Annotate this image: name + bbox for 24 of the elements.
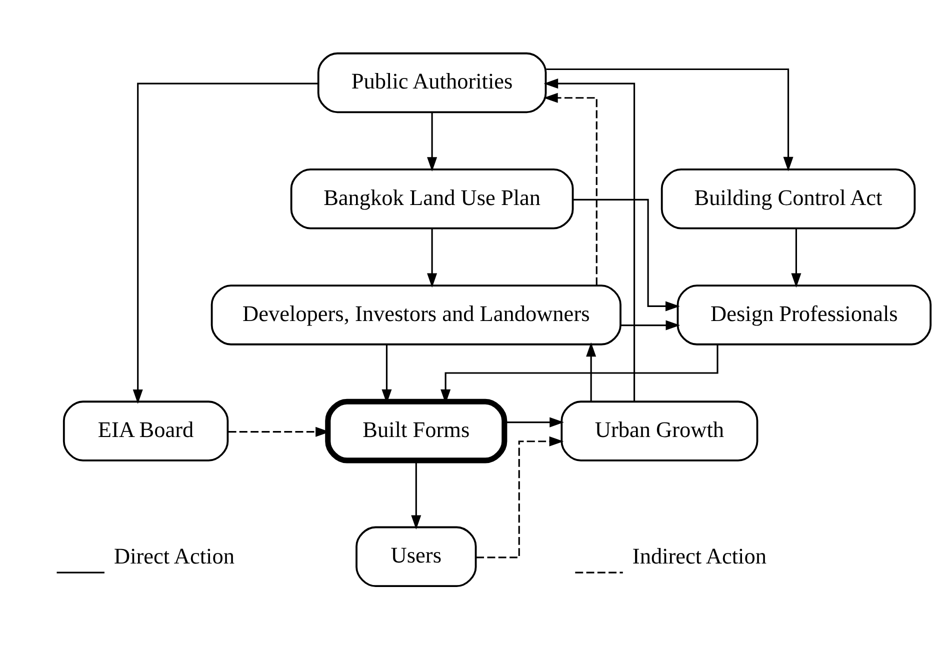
node-box: Building Control Act xyxy=(660,168,916,229)
arrow xyxy=(546,68,793,171)
node-box: Users xyxy=(355,526,476,587)
node-box: EIA Board xyxy=(62,400,228,461)
arrow xyxy=(410,460,421,530)
arrow xyxy=(504,416,564,427)
arrow xyxy=(620,320,680,330)
arrow xyxy=(543,78,635,401)
arrow xyxy=(426,112,437,171)
node-box: Developers, Investors and Landowners xyxy=(210,284,621,345)
arrow xyxy=(572,198,680,311)
node-box: Urban Growth xyxy=(560,400,758,461)
arrow xyxy=(586,342,596,401)
legend-label: Indirect Action xyxy=(632,542,766,568)
node-box: Design Professionals xyxy=(676,284,932,345)
arrow xyxy=(476,436,564,558)
arrow xyxy=(790,228,801,288)
node-box: Bangkok Land Use Plan xyxy=(290,168,574,229)
legend-label: Direct Action xyxy=(114,542,234,568)
arrow xyxy=(426,228,437,288)
arrow xyxy=(543,92,597,285)
arrow xyxy=(132,82,318,404)
node-box: Public Authorities xyxy=(316,52,546,113)
node-box: Built Forms xyxy=(324,398,507,463)
